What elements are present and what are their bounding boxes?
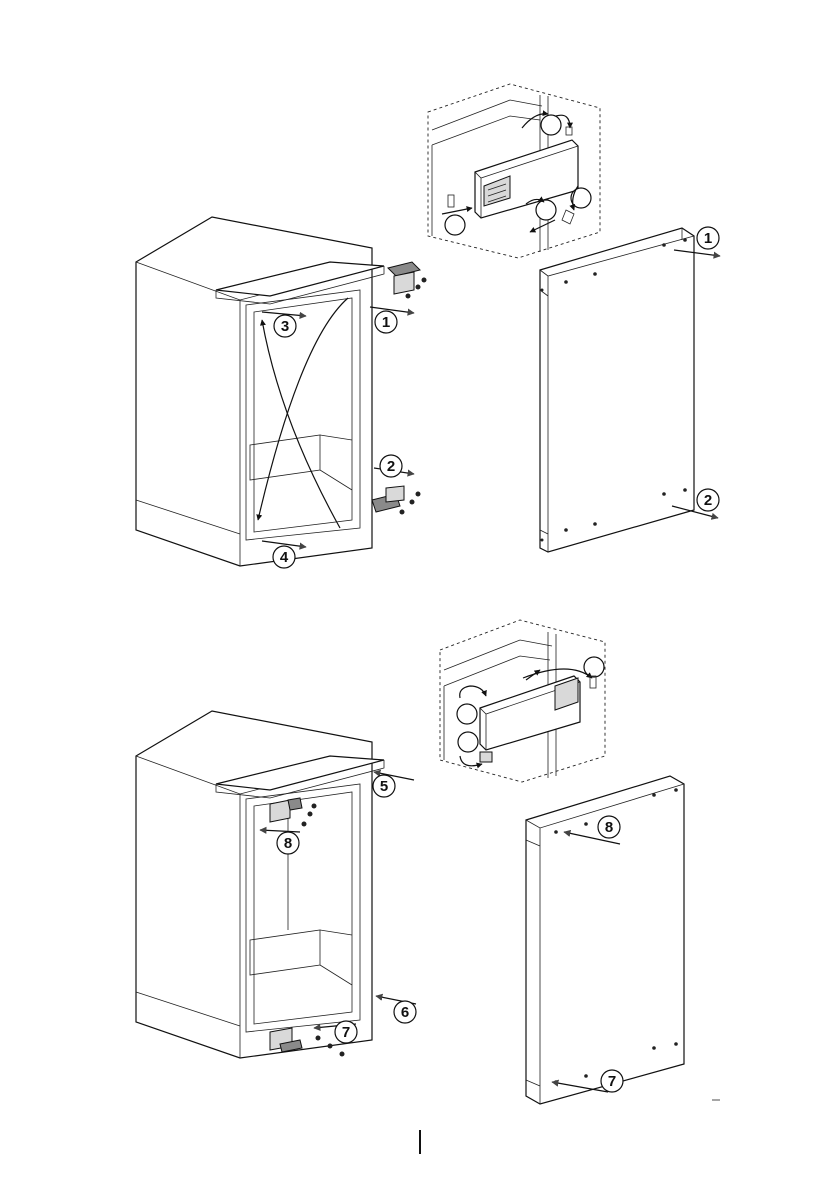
step-callout-2a: 2 [380,455,402,477]
svg-text:1: 1 [704,230,712,247]
bottom-cabinet [136,711,384,1058]
svg-text:4: 4 [280,549,289,566]
step-callout-7a: 7 [335,1021,357,1043]
bottom-door-panel [526,776,720,1104]
svg-text:8: 8 [284,835,292,852]
svg-text:2: 2 [704,492,712,509]
svg-text:8: 8 [605,819,613,836]
step-callout-4: 4 [273,546,295,568]
bottom-section: 5 6 7 7 8 8 [136,620,720,1104]
svg-text:5: 5 [380,778,388,795]
svg-text:7: 7 [342,1024,350,1041]
top-inset-detail [428,84,600,258]
svg-text:2: 2 [387,458,395,475]
svg-text:3: 3 [281,318,289,335]
svg-text:1: 1 [382,314,390,331]
step-callout-2b: 2 [697,489,719,511]
top-door-panel [540,228,720,552]
step-callout-8a: 8 [277,832,299,854]
step-callout-7b: 7 [601,1070,623,1092]
step-callout-5: 5 [373,775,395,797]
step-callout-3: 3 [274,315,296,337]
top-lower-hinge [372,486,421,515]
bottom-inset-detail [440,620,605,782]
step-callout-1a: 1 [375,311,397,333]
top-upper-hinge [388,262,427,299]
svg-text:7: 7 [608,1073,616,1090]
step-callout-8b: 8 [598,816,620,838]
top-cabinet [136,217,384,566]
top-section: 1 1 2 2 3 4 [136,84,720,568]
step-callout-6: 6 [394,1001,416,1023]
svg-text:6: 6 [401,1004,409,1021]
step-callout-1b: 1 [697,227,719,249]
